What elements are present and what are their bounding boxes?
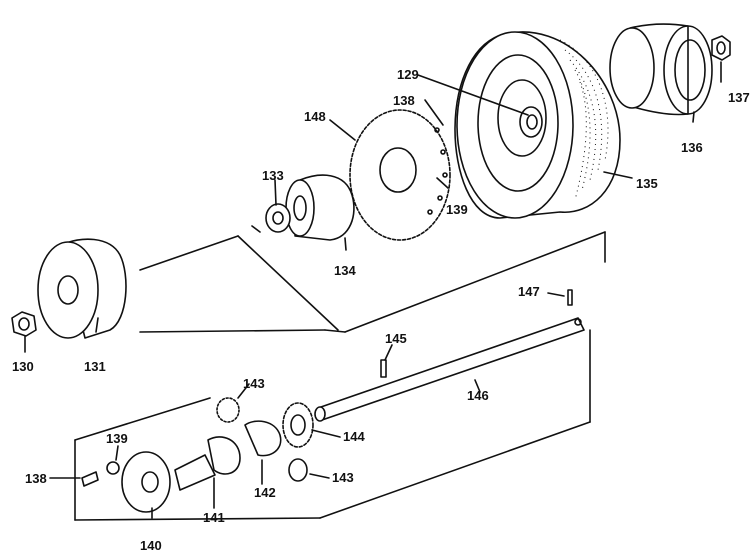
callout-142: 142 (254, 485, 276, 500)
hub-134 (285, 174, 355, 241)
callout-146: 146 (467, 388, 489, 403)
callout-145: 145 (385, 331, 407, 346)
shaft-142 (244, 420, 282, 457)
gear-shaft-141 (174, 436, 241, 491)
bolt-138-bottom (81, 471, 99, 487)
callout-143-top: 143 (243, 376, 265, 391)
axle-146 (314, 317, 585, 422)
callout-148: 148 (304, 109, 326, 124)
washer-139-bottom (106, 461, 120, 475)
callout-141: 141 (203, 510, 225, 525)
callout-134: 134 (334, 263, 356, 278)
tire-135 (454, 31, 621, 219)
callout-147: 147 (518, 284, 540, 299)
gear-144 (282, 402, 314, 448)
callout-143-bottom: 143 (332, 470, 354, 485)
callout-137: 137 (728, 90, 750, 105)
callout-136: 136 (681, 140, 703, 155)
housing-140 (121, 451, 171, 513)
leader-lines (24, 61, 722, 519)
rim-136 (609, 23, 713, 116)
callout-144: 144 (343, 429, 365, 444)
pin-147 (567, 289, 573, 306)
pulley-131 (37, 238, 127, 339)
callout-129: 129 (397, 67, 419, 82)
callout-131: 131 (84, 359, 106, 374)
callout-138-bottom: 138 (25, 471, 47, 486)
callout-138-top: 138 (393, 93, 415, 108)
pin-145 (380, 359, 387, 378)
callout-139-bottom: 139 (106, 431, 128, 446)
callout-133: 133 (262, 168, 284, 183)
callout-135: 135 (636, 176, 658, 191)
bearing-133 (265, 203, 291, 233)
callout-130: 130 (12, 359, 34, 374)
callout-140: 140 (140, 538, 162, 553)
sprocket-148 (349, 109, 451, 241)
nut-137 (711, 35, 731, 61)
callout-139-top: 139 (446, 202, 468, 217)
nut-130 (11, 311, 37, 337)
pinion-143-top (216, 397, 240, 423)
assembly-guide-lines (74, 225, 606, 521)
pinion-143-bottom (288, 458, 308, 482)
